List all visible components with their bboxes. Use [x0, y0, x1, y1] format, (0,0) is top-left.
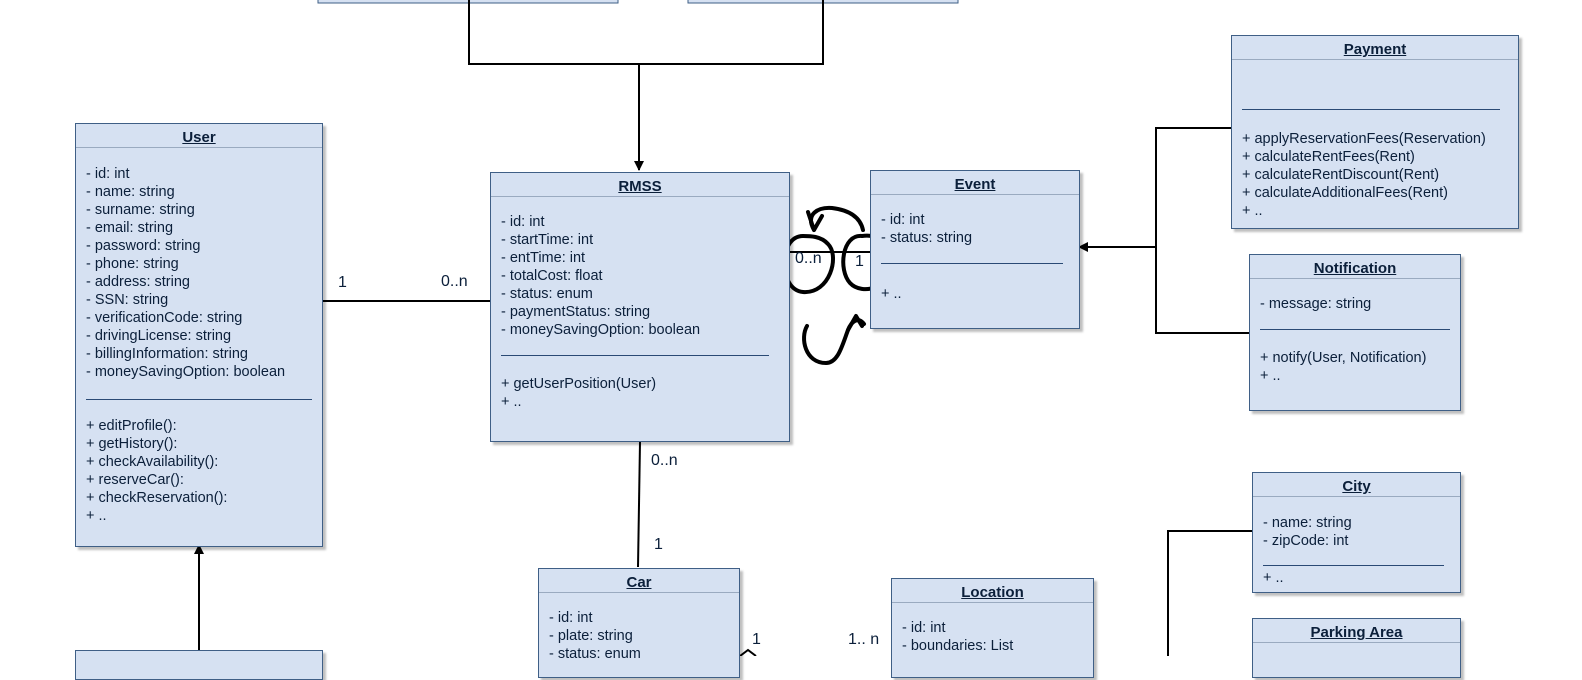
- rmss-attribute: - status: enum: [501, 286, 593, 302]
- class-rmss-divider: [501, 355, 769, 356]
- class-city-name: City: [1253, 473, 1460, 497]
- multiplicity-rmss-side: 0..n: [441, 273, 468, 290]
- class-notification[interactable]: Notification - message: string + notify(…: [1249, 254, 1461, 411]
- user-attribute: - verificationCode: string: [86, 310, 243, 326]
- user-attribute: - name: string: [86, 184, 175, 200]
- multiplicity-car-location-car: 1: [752, 631, 761, 648]
- user-attribute: - drivingLicense: string: [86, 328, 232, 344]
- payment-notification-to-event-connector: [1079, 127, 1249, 334]
- class-city-divider: [1263, 565, 1444, 566]
- class-event-divider: [881, 263, 1063, 264]
- rmss-attribute: - startTime: int: [501, 232, 594, 248]
- location-attribute: - id: int: [902, 620, 946, 636]
- event-attribute: - status: string: [881, 230, 973, 246]
- class-rmss-name: RMSS: [491, 173, 789, 197]
- class-payment-divider: [1242, 109, 1500, 110]
- user-attribute: - billingInformation: string: [86, 346, 248, 362]
- payment-method: + applyReservationFees(Reservation): [1242, 131, 1486, 147]
- class-user[interactable]: User - id: int - name: string - surname:…: [75, 123, 323, 547]
- class-parking-area[interactable]: Parking Area: [1252, 618, 1461, 678]
- user-attribute: - address: string: [86, 274, 190, 290]
- multiplicity-rmss-car-rmss: 0..n: [651, 452, 678, 469]
- car-attribute: - plate: string: [549, 628, 633, 644]
- user-attribute: - moneySavingOption: boolean: [86, 364, 286, 380]
- multiplicity-rmss-car-car: 1: [654, 536, 663, 553]
- payment-method: + calculateRentFees(Rent): [1242, 149, 1415, 165]
- city-method: + ..: [1263, 570, 1284, 586]
- payment-method: + ..: [1242, 203, 1263, 219]
- class-car-name: Car: [539, 569, 739, 593]
- user-method: + reserveCar():: [86, 472, 184, 488]
- car-attribute: - status: enum: [549, 646, 641, 662]
- rmss-attribute: - entTime: int: [501, 250, 586, 266]
- city-parking-connector: [1167, 530, 1252, 656]
- car-location-association: [739, 648, 757, 656]
- top-to-rmss-connector: [468, 0, 824, 170]
- location-attribute: - boundaries: List: [902, 638, 1014, 654]
- event-method: + ..: [881, 286, 902, 302]
- car-attribute: - id: int: [549, 610, 593, 626]
- user-method: + getHistory():: [86, 436, 178, 452]
- class-location-name: Location: [892, 579, 1093, 603]
- class-event[interactable]: Event - id: int - status: string + ..: [870, 170, 1080, 329]
- notification-attribute: - message: string: [1260, 296, 1372, 312]
- user-method: + editProfile():: [86, 418, 177, 434]
- user-attribute: - email: string: [86, 220, 174, 236]
- user-attribute: - SSN: string: [86, 292, 169, 308]
- notification-method: + notify(User, Notification): [1260, 350, 1427, 366]
- rmss-method: + ..: [501, 394, 522, 410]
- user-attribute: - surname: string: [86, 202, 195, 218]
- class-city[interactable]: City - name: string - zipCode: int + ..: [1252, 472, 1461, 593]
- rmss-attribute: - id: int: [501, 214, 545, 230]
- rmss-attribute-struck: - paymentStatus: string: [501, 304, 651, 320]
- notification-method: + ..: [1260, 368, 1281, 384]
- class-user-name: User: [76, 124, 322, 148]
- class-notification-divider: [1260, 329, 1450, 330]
- multiplicity-car-location-location: 1.. n: [848, 631, 880, 648]
- payment-method: + calculateAdditionalFees(Rent): [1242, 185, 1448, 201]
- rmss-attribute: - moneySavingOption: boolean: [501, 322, 701, 338]
- class-location[interactable]: Location - id: int - boundaries: List: [891, 578, 1094, 678]
- user-method: + ..: [86, 508, 107, 524]
- rmss-car-association: [637, 441, 641, 568]
- class-event-name: Event: [871, 171, 1079, 195]
- class-user-subclass-partial[interactable]: [75, 650, 323, 680]
- class-notification-name: Notification: [1250, 255, 1460, 279]
- class-payment-name: Payment: [1232, 36, 1518, 60]
- user-method: + checkAvailability():: [86, 454, 219, 470]
- class-user-divider: [86, 399, 312, 400]
- rmss-attribute: - totalCost: float: [501, 268, 603, 284]
- class-rmss[interactable]: RMSS - id: int - startTime: int - entTim…: [490, 172, 790, 442]
- multiplicity-user-side: 1: [338, 274, 347, 291]
- user-method: + checkReservation():: [86, 490, 228, 506]
- class-payment[interactable]: Payment + applyReservationFees(Reservati…: [1231, 35, 1519, 229]
- multiplicity-rmss-event-event: 1: [855, 253, 864, 270]
- payment-method: + calculateRentDiscount(Rent): [1242, 167, 1440, 183]
- class-parking-area-name: Parking Area: [1253, 619, 1460, 643]
- rmss-method: + getUserPosition(User): [501, 376, 657, 392]
- city-attribute: - name: string: [1263, 515, 1352, 531]
- user-attribute: - password: string: [86, 238, 201, 254]
- multiplicity-rmss-event-rmss: 0..n: [795, 250, 822, 267]
- event-attribute: - id: int: [881, 212, 925, 228]
- user-attribute: - id: int: [86, 166, 130, 182]
- class-car[interactable]: Car - id: int - plate: string - status: …: [538, 568, 740, 678]
- user-attribute: - phone: string: [86, 256, 179, 272]
- city-attribute: - zipCode: int: [1263, 533, 1349, 549]
